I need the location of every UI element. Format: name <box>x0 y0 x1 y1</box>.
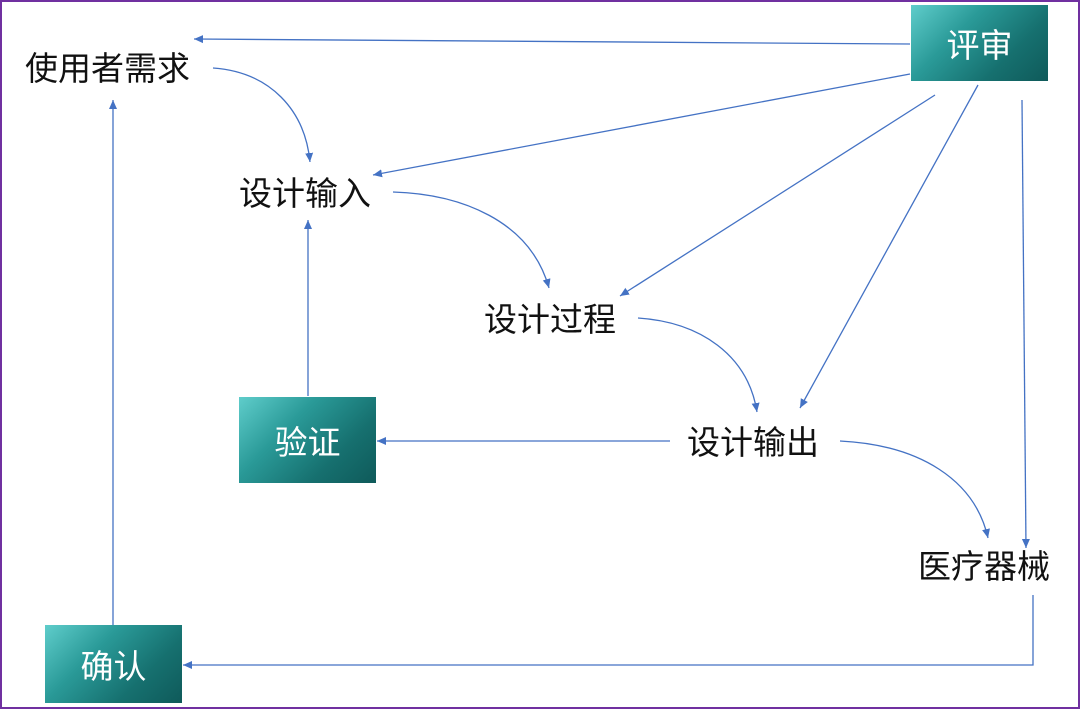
edge-review-to-design-process <box>619 94 936 297</box>
node-design-output: 设计输出 <box>687 423 819 462</box>
edge-review-to-design-output <box>799 84 979 409</box>
edge-review-to-user-needs <box>193 35 911 45</box>
node-review: 评审 <box>911 5 1048 81</box>
edge-user-needs-to-design-input <box>212 67 314 163</box>
node-medical-device: 医疗器械 <box>918 547 1050 586</box>
edge-medical-device-to-validation <box>183 595 1034 669</box>
node-validation: 确认 <box>45 625 182 703</box>
edge-design-output-to-medical-device <box>839 440 990 539</box>
node-design-input: 设计输入 <box>239 174 371 213</box>
edge-design-input-to-design-process <box>392 191 551 289</box>
edge-review-to-medical-device <box>1021 99 1030 549</box>
node-user-needs: 使用者需求 <box>25 49 190 88</box>
node-design-process: 设计过程 <box>484 300 616 339</box>
edge-design-process-to-design-output <box>637 317 760 413</box>
edge-review-to-design-input <box>372 73 911 178</box>
node-verification: 验证 <box>239 397 376 483</box>
